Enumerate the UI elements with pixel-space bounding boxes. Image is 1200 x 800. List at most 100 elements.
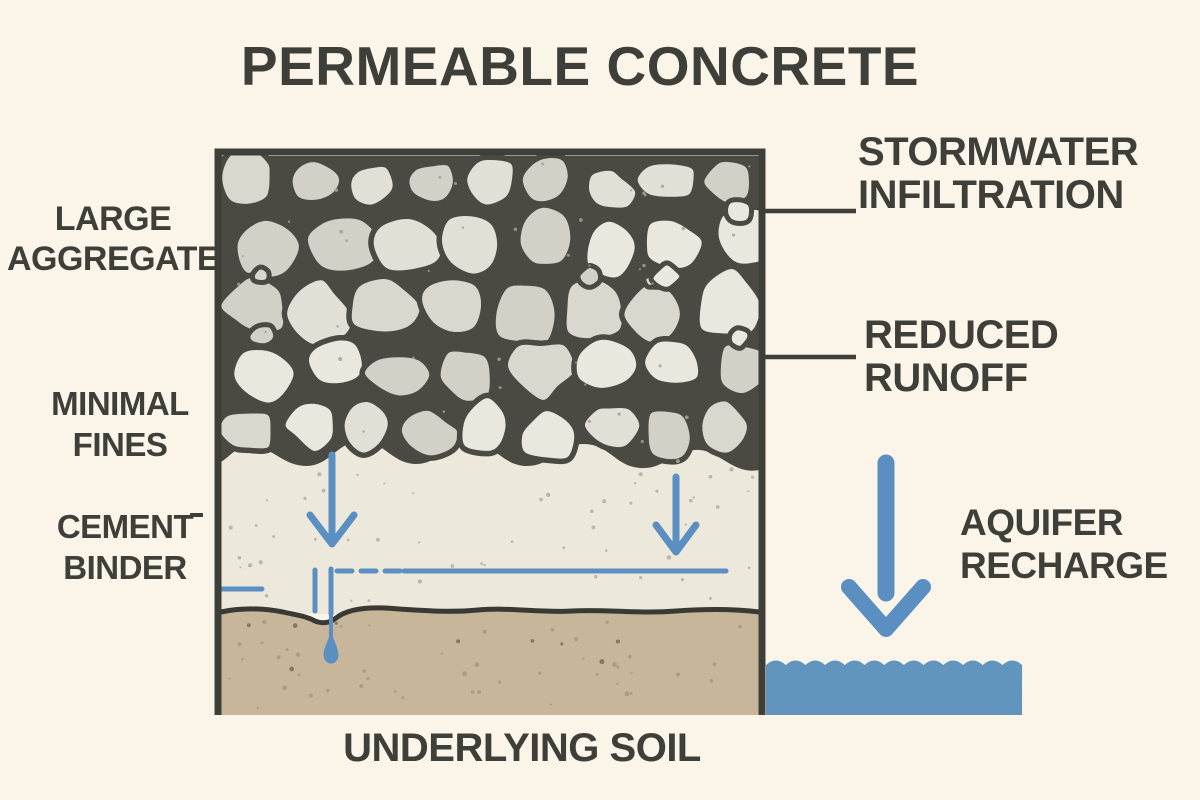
speckle: [666, 555, 672, 560]
aggregate-stone: [416, 274, 487, 338]
speckle: [412, 356, 415, 359]
label-minimal-fines: MINIMAL FINES: [51, 385, 189, 463]
speckle: [339, 625, 343, 628]
speckle: [262, 619, 267, 625]
aggregate-stone: [583, 165, 641, 214]
speckle: [560, 642, 564, 646]
label-large-aggregate: LARGE AGGREGATE: [6, 200, 220, 278]
speckle: [461, 226, 465, 229]
speckle: [575, 361, 578, 364]
aggregate-stone: [461, 155, 519, 211]
speckle: [350, 599, 353, 603]
aggregate-stone: [396, 405, 463, 461]
aggregate-stone: [359, 351, 435, 401]
speckle: [590, 509, 594, 514]
speckle: [362, 430, 365, 433]
speckle: [246, 623, 251, 628]
speckle: [450, 564, 455, 568]
speckle: [615, 639, 620, 644]
aggregate-stone: [581, 216, 641, 283]
speckle: [688, 498, 693, 503]
speckle: [264, 594, 269, 598]
speckle: [237, 556, 242, 560]
speckle: [639, 576, 643, 580]
speckle: [276, 655, 281, 660]
aquifer-water-body: [766, 660, 1023, 715]
speckle: [401, 696, 405, 700]
speckle: [627, 654, 632, 659]
infiltration-water-marks: [218, 451, 729, 664]
speckle: [367, 599, 371, 602]
aggregate-stone: [456, 392, 512, 457]
speckle: [237, 642, 242, 647]
aggregate-stone: [715, 339, 759, 399]
aggregate-stone: [571, 334, 642, 394]
recharge-arrow-head: [841, 579, 931, 637]
aggregate-stone: [696, 395, 753, 459]
speckle: [684, 415, 689, 420]
aggregate-stone: [642, 405, 696, 465]
speckle: [712, 662, 717, 667]
speckle: [237, 282, 241, 286]
speckle: [658, 364, 662, 368]
speckle: [258, 560, 263, 565]
speckle: [308, 693, 313, 698]
speckle: [265, 499, 268, 502]
speckle: [738, 624, 742, 629]
aggregate-stone: [490, 279, 561, 349]
speckle: [239, 566, 242, 569]
speckle: [339, 229, 344, 234]
speckle: [289, 666, 295, 672]
speckle: [732, 233, 736, 237]
aggregate-stone: [302, 212, 387, 277]
speckle: [574, 637, 579, 642]
speckle: [602, 499, 607, 504]
aggregate-pebble: [648, 260, 685, 292]
label-reduced-runoff: REDUCED RUNOFF: [864, 313, 1059, 400]
speckle: [338, 357, 343, 361]
speckle: [747, 566, 751, 570]
speckle: [588, 264, 591, 267]
speckle: [345, 239, 349, 243]
speckle: [642, 191, 646, 195]
speckle: [642, 263, 646, 268]
aggregate-pebble: [575, 263, 604, 290]
speckle: [566, 253, 570, 257]
soil-interface-line: [218, 605, 762, 626]
speckle: [368, 624, 371, 627]
speckle: [630, 671, 633, 674]
speckle: [708, 596, 712, 600]
aggregate-stone: [436, 210, 503, 280]
infiltration-arrow-right-head: [652, 521, 700, 556]
speckle: [510, 540, 514, 543]
aggregate-speckles: [237, 162, 751, 444]
speckle: [541, 162, 545, 166]
speckle: [383, 482, 386, 485]
label-stormwater-infiltration: STORMWATER INFILTRATION: [858, 130, 1139, 217]
speckle: [629, 501, 633, 505]
speckle: [482, 629, 487, 634]
speckle: [651, 282, 654, 285]
speckle: [334, 621, 338, 625]
speckle: [470, 690, 475, 694]
speckle: [624, 691, 630, 697]
aggregate-stone: [232, 215, 305, 283]
speckle: [427, 269, 430, 273]
aggregate-pebble: [722, 197, 755, 227]
aggregate-stone: [228, 344, 300, 409]
speckle: [228, 525, 233, 530]
aggregate-stone: [639, 336, 704, 389]
speckle: [550, 628, 555, 632]
soil-layer: [221, 607, 759, 715]
speckle: [292, 623, 298, 628]
aggregate-pebble: [249, 264, 272, 286]
speckle: [612, 662, 617, 667]
speckle: [247, 563, 253, 568]
speckle: [483, 564, 486, 567]
speckle: [313, 537, 317, 541]
speckle: [260, 641, 264, 645]
aggregate-stone: [502, 338, 580, 406]
speckle: [228, 677, 231, 680]
speckle: [530, 639, 535, 643]
